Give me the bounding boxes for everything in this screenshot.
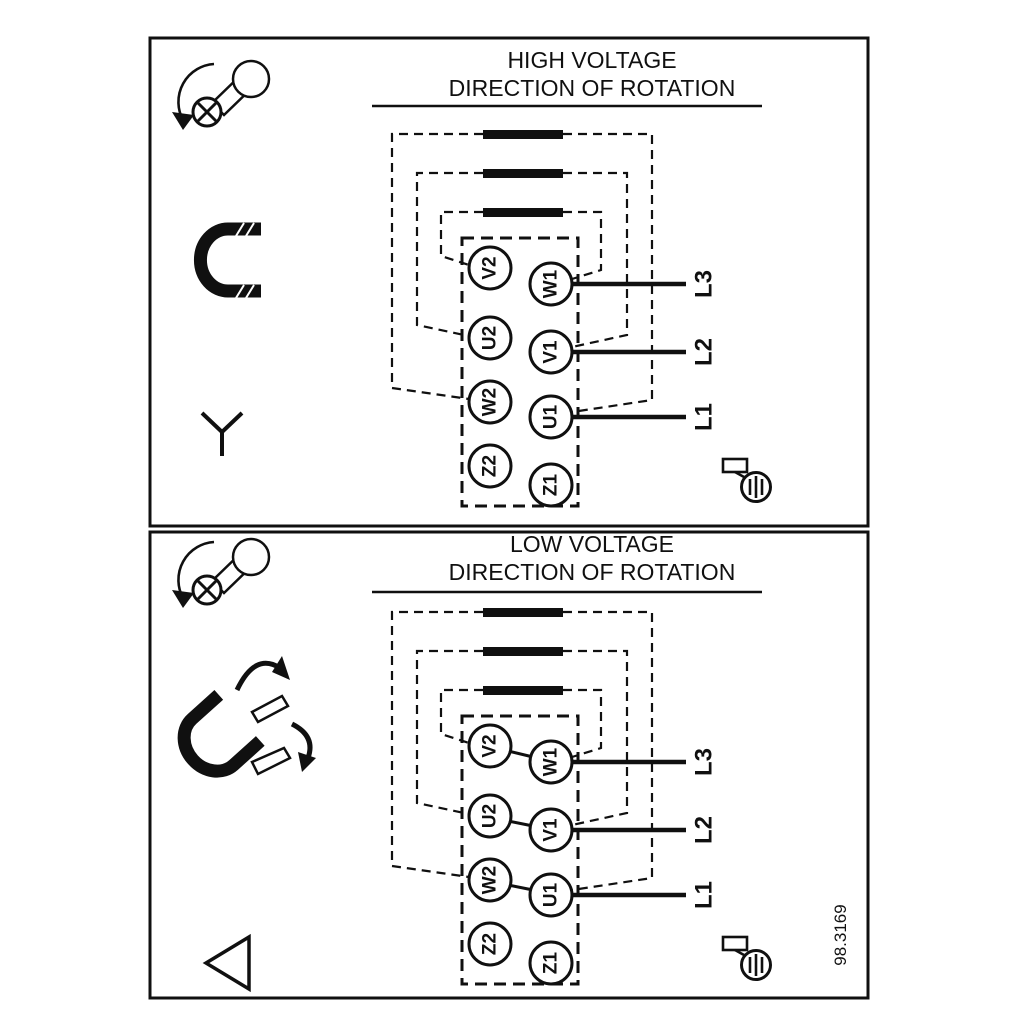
terminal-z1 <box>528 940 574 986</box>
terminal-u2 <box>467 315 513 361</box>
star-symbol-icon <box>200 411 244 456</box>
terminal-label: Z2 <box>480 933 501 955</box>
panel-subtitle: DIRECTION OF ROTATION <box>449 559 736 585</box>
ground-screw-icon <box>721 935 772 981</box>
panel-frame <box>148 36 870 528</box>
terminal-w2 <box>467 857 513 903</box>
line-label-l3: L3 <box>691 748 718 776</box>
panel-title: LOW VOLTAGE <box>510 531 674 557</box>
supply-lines: L3 L2 L1 <box>572 270 718 431</box>
panel-title: HIGH VOLTAGE <box>507 47 676 73</box>
terminal-z2 <box>467 921 513 967</box>
terminal-v2 <box>467 723 513 769</box>
delta-symbol-icon <box>202 933 251 993</box>
terminal-w2 <box>467 379 513 425</box>
terminal-v2 <box>467 245 513 291</box>
panel-low-voltage: LOW VOLTAGE DIRECTION OF ROTATION <box>148 530 870 1000</box>
line-label-l1: L1 <box>691 403 718 431</box>
jumpers-repositioned-icon <box>177 656 316 778</box>
panel-subtitle: DIRECTION OF ROTATION <box>449 75 736 101</box>
ground-screw-icon <box>721 457 772 503</box>
terminal-box <box>460 714 580 986</box>
panel-high-voltage: HIGH VOLTAGE DIRECTION OF ROTATION V2 U2 <box>148 36 870 528</box>
terminal-label: W1 <box>541 747 562 776</box>
delta-links <box>507 749 534 892</box>
terminal-z1 <box>528 462 574 508</box>
jumper-bracket-icon <box>194 222 261 299</box>
panel-frame <box>148 530 870 1000</box>
terminal-label: U1 <box>541 404 562 429</box>
figure-reference: 98.3169 <box>831 904 850 965</box>
terminal-label: W1 <box>541 269 562 298</box>
terminal-label: Z1 <box>541 951 562 974</box>
screw-rotation-icon <box>172 537 271 608</box>
terminal-u2 <box>467 793 513 839</box>
line-label-l1: L1 <box>691 881 718 909</box>
terminal-label: W2 <box>480 866 501 895</box>
terminal-label: U2 <box>480 804 501 828</box>
jumper-wiring <box>390 132 654 414</box>
supply-lines: L3 L2 L1 <box>572 748 718 909</box>
terminal-label: V2 <box>480 734 501 757</box>
terminals-left: V2 U2 W2 Z2 <box>467 245 513 489</box>
terminal-label: Z1 <box>541 473 562 496</box>
terminals-right: W1 V1 U1 Z1 <box>528 261 574 508</box>
terminals-left: V2 U2 W2 Z2 <box>467 723 513 967</box>
line-label-l2: L2 <box>691 338 718 366</box>
terminal-label: Z2 <box>480 455 501 477</box>
screw-rotation-icon <box>172 59 271 130</box>
terminal-label: V1 <box>541 818 562 842</box>
jumper-bars <box>483 130 563 217</box>
jumper-bars <box>483 608 563 695</box>
terminal-label: U2 <box>480 326 501 350</box>
line-label-l3: L3 <box>691 270 718 298</box>
terminal-label: V1 <box>541 340 562 364</box>
terminals-right: W1 V1 U1 Z1 <box>528 739 574 986</box>
line-label-l2: L2 <box>691 816 718 844</box>
jumper-wiring <box>390 610 654 892</box>
terminal-z2 <box>467 443 513 489</box>
terminal-label: W2 <box>480 388 501 417</box>
terminal-label: U1 <box>541 882 562 907</box>
terminal-box <box>460 236 580 508</box>
terminal-label: V2 <box>480 256 501 279</box>
